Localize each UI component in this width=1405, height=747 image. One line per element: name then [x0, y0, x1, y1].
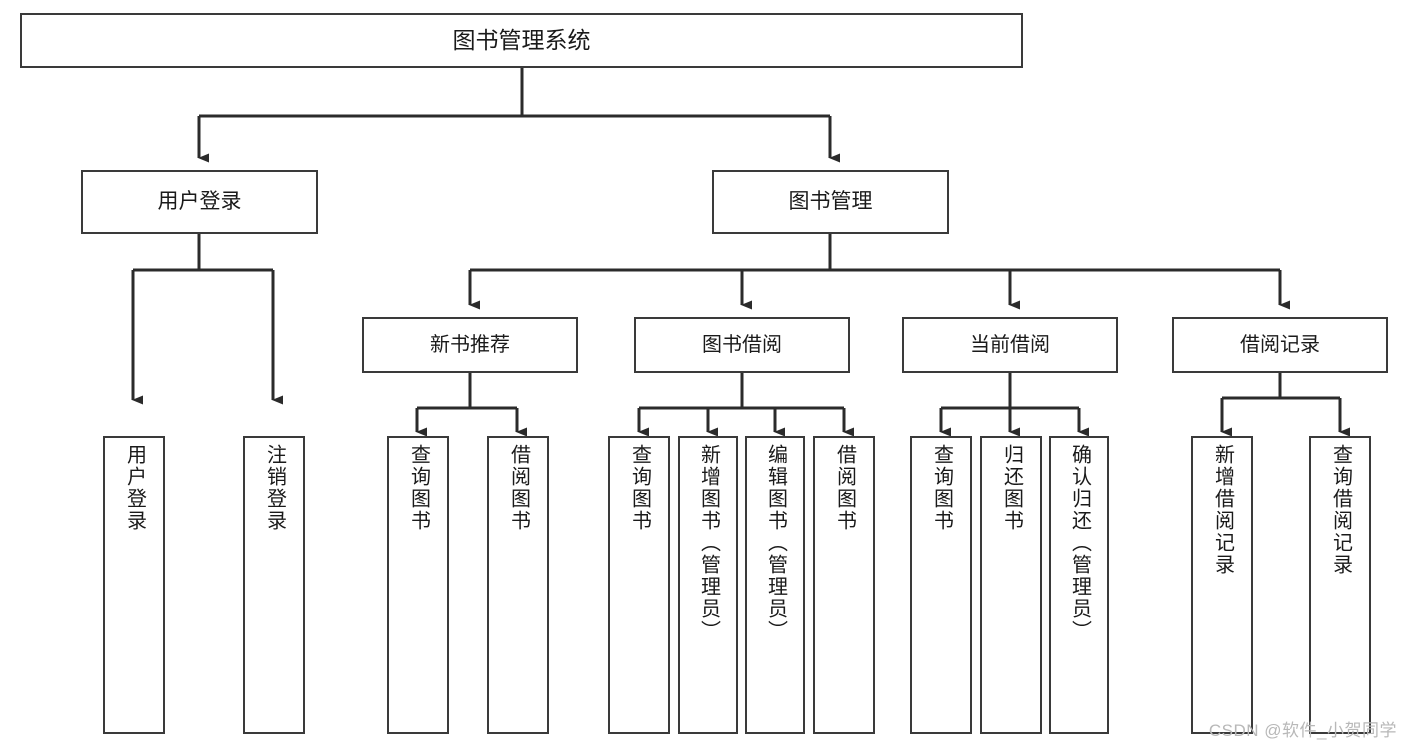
leaf-new-book-query-book[interactable]: 查询图书	[387, 436, 449, 734]
leaf-borrow-record-query-record[interactable]: 查询借阅记录	[1309, 436, 1371, 734]
node-label: 借阅记录	[1240, 333, 1320, 356]
leaf-new-book-borrow-book[interactable]: 借阅图书	[487, 436, 549, 734]
node-label: 归还图书	[1000, 444, 1023, 532]
node-label: 查询图书	[628, 444, 651, 532]
node-label: 借阅图书	[833, 444, 856, 532]
node-user-login[interactable]: 用户登录	[81, 170, 318, 234]
node-borrow-record[interactable]: 借阅记录	[1172, 317, 1388, 373]
leaf-borrow-record-add-record[interactable]: 新增借阅记录	[1191, 436, 1253, 734]
node-label: 查询图书	[407, 444, 430, 532]
leaf-current-borrow-confirm-return-admin[interactable]: 确认归还（管理员）	[1049, 436, 1109, 734]
leaf-book-borrow-borrow-book[interactable]: 借阅图书	[813, 436, 875, 734]
node-current-borrow[interactable]: 当前借阅	[902, 317, 1118, 373]
node-label: 借阅图书	[507, 444, 530, 532]
node-root-book-management-system[interactable]: 图书管理系统	[20, 13, 1023, 68]
node-label: 图书借阅	[702, 333, 782, 356]
leaf-book-borrow-query-book[interactable]: 查询图书	[608, 436, 670, 734]
node-label: 当前借阅	[970, 333, 1050, 356]
node-book-borrow[interactable]: 图书借阅	[634, 317, 850, 373]
node-new-book-recommend[interactable]: 新书推荐	[362, 317, 578, 373]
node-label: 新增借阅记录	[1211, 444, 1234, 576]
node-label: 确认归还（管理员）	[1068, 444, 1091, 642]
leaf-book-borrow-add-book-admin[interactable]: 新增图书（管理员）	[678, 436, 738, 734]
leaf-book-borrow-edit-book-admin[interactable]: 编辑图书（管理员）	[745, 436, 805, 734]
node-label: 图书管理	[788, 189, 873, 213]
node-label: 新增图书（管理员）	[697, 444, 720, 642]
leaf-user-login-logout[interactable]: 注销登录	[243, 436, 305, 734]
node-label: 用户登录	[123, 444, 146, 532]
leaf-current-borrow-return-book[interactable]: 归还图书	[980, 436, 1042, 734]
node-label: 查询图书	[930, 444, 953, 532]
node-label: 注销登录	[263, 444, 286, 532]
node-label: 编辑图书（管理员）	[764, 444, 787, 642]
node-label: 新书推荐	[430, 333, 510, 356]
node-book-management[interactable]: 图书管理	[712, 170, 949, 234]
node-label: 查询借阅记录	[1329, 444, 1352, 576]
node-label: 用户登录	[157, 189, 242, 213]
watermark-text: CSDN @软件_小贺同学	[1208, 721, 1397, 740]
leaf-current-borrow-query-book[interactable]: 查询图书	[910, 436, 972, 734]
leaf-user-login-login[interactable]: 用户登录	[103, 436, 165, 734]
node-label: 图书管理系统	[452, 27, 591, 54]
